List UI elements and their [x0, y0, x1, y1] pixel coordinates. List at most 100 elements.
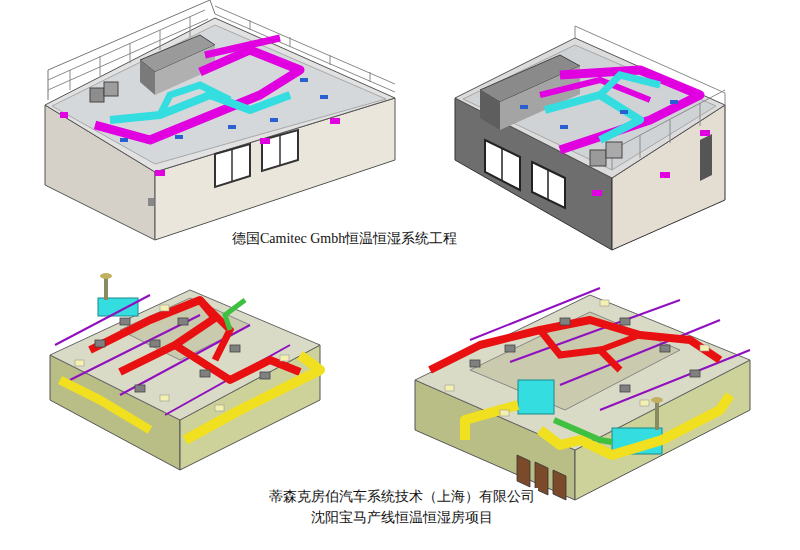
building-thyssenkrupp-b-part: [700, 345, 709, 351]
caption-label: 德国Camitec Gmbh恒温恒湿系统工程: [229, 230, 460, 248]
building-camitec-a-part: [120, 138, 128, 142]
building-camitec-a-part: [330, 55, 331, 65]
building-camitec-b-part: [485, 140, 520, 190]
building-thyssenkrupp-b-part: [620, 385, 630, 392]
building-camitec-a-part: [160, 30, 161, 50]
building-camitec-a-part: [228, 125, 236, 129]
building-thyssenkrupp-a-part: [200, 300, 230, 360]
building-camitec-a-part: [90, 88, 104, 102]
building-camitec-b-part: [592, 190, 602, 196]
building-thyssenkrupp-a-part: [280, 355, 289, 361]
building-camitec-b-part: [480, 90, 500, 130]
building-thyssenkrupp-a-part: [95, 318, 270, 392]
building-thyssenkrupp-a-part: [60, 380, 150, 430]
building-thyssenkrupp-a-part: [135, 385, 145, 392]
building-camitec-b-part: [547, 170, 549, 200]
building-camitec-a-part: [231, 149, 233, 182]
building-thyssenkrupp-b-part: [430, 320, 720, 370]
building-camitec-b: [455, 26, 725, 250]
building-camitec-a-part: [104, 82, 118, 96]
building-camitec-a-part: [130, 43, 131, 63]
building-thyssenkrupp-a-part: [230, 345, 240, 352]
building-camitec-a-part: [330, 118, 340, 124]
building-camitec-a-part: [60, 112, 68, 118]
building-camitec-b-part: [700, 130, 710, 136]
caption-label: 沈阳宝马产线恒温恒湿房项目: [308, 509, 496, 527]
building-camitec-a-part: [262, 130, 298, 171]
building-camitec-b-part: [520, 105, 528, 109]
building-camitec-a-part: [70, 70, 71, 90]
building-thyssenkrupp-a-part: [100, 273, 112, 279]
building-camitec-a-part: [140, 60, 155, 95]
building-camitec-b-part: [532, 162, 565, 208]
building-thyssenkrupp-a-part: [225, 300, 245, 330]
building-thyssenkrupp-a-part: [98, 298, 138, 316]
building-thyssenkrupp-a-part: [215, 405, 224, 411]
building-thyssenkrupp-a-part: [75, 360, 84, 366]
building-camitec-b-part: [560, 125, 568, 129]
building-camitec-b-part: [620, 110, 628, 114]
building-camitec-b-part: [592, 130, 710, 196]
building-camitec-a-part: [205, 38, 280, 55]
building-camitec-a-part: [160, 85, 230, 115]
building-camitec-a-part: [300, 78, 308, 82]
building-thyssenkrupp-b: [415, 288, 750, 500]
building-camitec-a-part: [260, 138, 270, 144]
building-camitec-a-part: [48, 6, 395, 92]
building-camitec-b-part: [660, 172, 670, 178]
building-thyssenkrupp-a-part: [160, 395, 169, 401]
building-camitec-b-part: [501, 148, 503, 181]
building-camitec-a-part: [45, 18, 395, 172]
building-camitec-b-part: [725, 93, 726, 105]
building-camitec-a-part: [155, 170, 165, 176]
building-thyssenkrupp-a-part: [178, 318, 188, 325]
building-camitec-a-part: [175, 135, 183, 139]
building-camitec-b-part: [612, 90, 725, 150]
building-camitec-a-part: [148, 198, 154, 206]
building-thyssenkrupp-a-part: [104, 276, 108, 300]
building-camitec-a-part: [190, 17, 191, 37]
building-camitec-b-part: [700, 134, 712, 181]
building-thyssenkrupp-b-part: [505, 345, 515, 352]
building-camitec-a-part: [120, 78, 328, 142]
building-thyssenkrupp-b-part: [600, 335, 640, 350]
building-thyssenkrupp-a-part: [50, 290, 320, 420]
building-thyssenkrupp-b-part: [655, 400, 659, 430]
building-thyssenkrupp-b-part: [517, 455, 530, 487]
building-thyssenkrupp-b-part: [660, 345, 670, 352]
building-camitec-b-part: [670, 120, 671, 143]
building-thyssenkrupp-a-part: [175, 345, 300, 380]
building-thyssenkrupp-b-part: [620, 318, 630, 325]
building-thyssenkrupp-a: [50, 273, 320, 470]
building-thyssenkrupp-b-part: [518, 380, 554, 414]
building-thyssenkrupp-a-part: [160, 305, 169, 311]
building-thyssenkrupp-b-part: [640, 400, 649, 406]
building-camitec-b-part: [640, 135, 641, 158]
building-camitec-a-part: [250, 20, 251, 30]
building-camitec-a-part: [60, 112, 340, 176]
building-thyssenkrupp-a-part: [95, 340, 105, 347]
building-thyssenkrupp-a-part: [55, 295, 150, 345]
building-thyssenkrupp-b-part: [470, 360, 480, 367]
building-thyssenkrupp-b-part: [500, 410, 509, 416]
building-camitec-a-part: [100, 56, 101, 76]
building-thyssenkrupp-a-part: [120, 318, 130, 325]
building-camitec-a-part: [110, 95, 290, 120]
building-thyssenkrupp-b-part: [445, 385, 454, 391]
building-camitec-a-part: [270, 118, 278, 122]
building-thyssenkrupp-a-part: [185, 355, 320, 440]
building-thyssenkrupp-b-part: [540, 395, 730, 455]
building-camitec-b-part: [520, 100, 678, 129]
building-camitec-b-part: [700, 103, 701, 126]
building-camitec-b-part: [545, 95, 640, 140]
building-thyssenkrupp-b-part: [470, 318, 700, 392]
building-camitec-b-part: [670, 100, 678, 104]
building-camitec-a-part: [52, 25, 386, 164]
building-thyssenkrupp-b-part: [415, 295, 750, 450]
caption-label: 蒂森克房伯汽车系统技术（上海）有限公司: [266, 488, 538, 506]
building-thyssenkrupp-b-part: [470, 288, 750, 410]
building-camitec-b-part: [600, 75, 660, 95]
building-thyssenkrupp-b-part: [445, 300, 709, 416]
